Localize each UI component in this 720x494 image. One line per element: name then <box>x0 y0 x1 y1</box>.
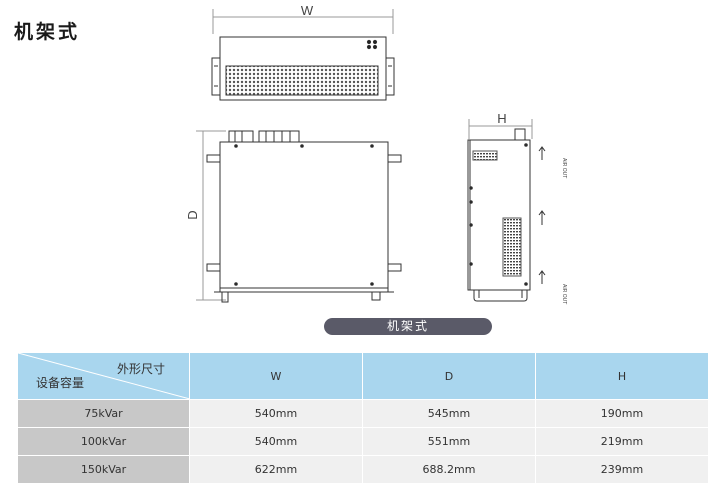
table-row: 100kVar 540mm 551mm 219mm <box>17 427 709 456</box>
width-cell: 540mm <box>189 427 363 456</box>
table-corner-cell: 外形尺寸 设备容量 <box>17 352 190 400</box>
page-title: 机架式 <box>14 21 81 43</box>
drawing-caption: 机架式 <box>324 318 492 335</box>
width-cell: 622mm <box>189 455 363 484</box>
rack-mount-technical-drawing: W D <box>185 3 567 304</box>
height-dimension-label: H <box>497 111 506 126</box>
corner-label-capacity: 设备容量 <box>36 376 85 390</box>
front-view <box>211 9 395 101</box>
diagonal-divider <box>18 353 190 399</box>
airflow-label-bottom: AIR OUT <box>561 284 567 304</box>
depth-cell: 545mm <box>362 399 536 428</box>
capacity-cell: 100kVar <box>17 427 190 456</box>
spec-table: 外形尺寸 设备容量 W D H 75kVar 540mm 545mm 190mm… <box>17 352 709 484</box>
table-row: 75kVar 540mm 545mm 190mm <box>17 399 709 428</box>
width-cell: 540mm <box>189 399 363 428</box>
table-row: 150kVar 622mm 688.2mm 239mm <box>17 455 709 484</box>
width-dimension-label: W <box>301 3 314 18</box>
height-cell: 219mm <box>535 427 709 456</box>
depth-dimension-label: D <box>185 210 200 219</box>
height-cell: 239mm <box>535 455 709 484</box>
depth-cell: 551mm <box>362 427 536 456</box>
capacity-cell: 75kVar <box>17 399 190 428</box>
corner-label-dimensions: 外形尺寸 <box>116 362 165 376</box>
table-header-row: 外形尺寸 设备容量 W D H <box>17 352 709 400</box>
side-view <box>467 119 546 302</box>
column-header-w: W <box>189 352 363 400</box>
capacity-cell: 150kVar <box>17 455 190 484</box>
column-header-h: H <box>535 352 709 400</box>
depth-cell: 688.2mm <box>362 455 536 484</box>
airflow-label-top: AIR OUT <box>561 158 567 178</box>
top-view <box>196 130 402 303</box>
height-cell: 190mm <box>535 399 709 428</box>
column-header-d: D <box>362 352 536 400</box>
